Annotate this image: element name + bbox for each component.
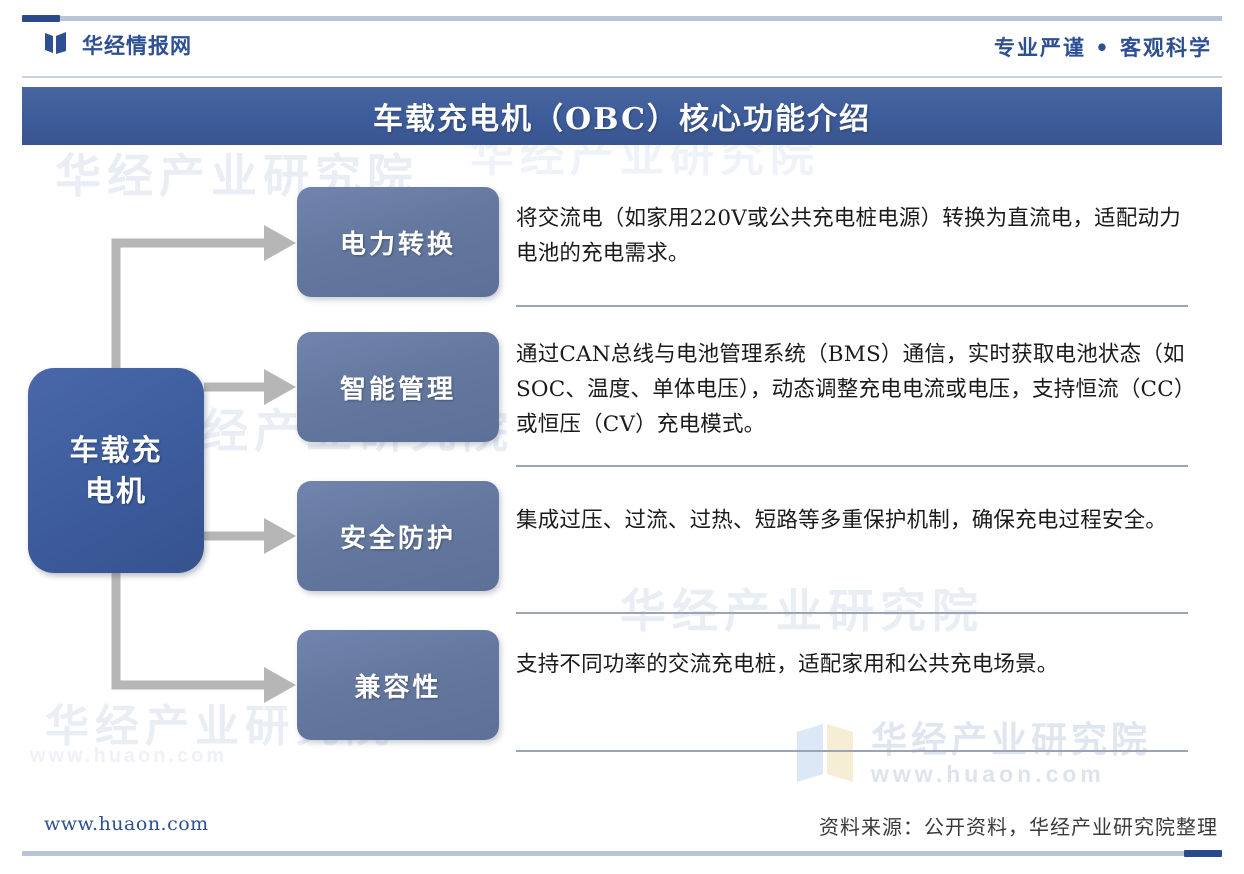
branch-description: 支持不同功率的交流充电桩，适配家用和公共充电场景。 <box>516 652 1059 677</box>
page-footer: www.huaon.com 资料来源：公开资料，华经产业研究院整理 <box>22 805 1222 849</box>
page-title: 车载充电机（OBC）核心功能介绍 <box>373 102 871 137</box>
description-separator <box>516 612 1188 614</box>
root-node-label-line1: 车载充 <box>69 433 163 468</box>
bottom-divider-cap <box>1184 850 1222 857</box>
branch-description: 将交流电（如家用220V或公共充电桩电源）转换为直流电，适配动力电池的充电需求。 <box>516 206 1181 266</box>
branch-node-power-conversion[interactable]: 电力转换 <box>297 187 499 297</box>
root-node[interactable]: 车载充 电机 <box>28 368 204 573</box>
title-banner: 车载充电机（OBC）核心功能介绍 <box>22 87 1222 145</box>
huaon-logo-icon <box>795 722 857 789</box>
top-divider <box>22 15 1222 22</box>
corner-watermark-institute: 华经产业研究院 <box>871 719 1152 761</box>
branch-node-safety-protection[interactable]: 安全防护 <box>297 481 499 591</box>
description-separator <box>516 750 1188 752</box>
root-node-label-line2: 电机 <box>84 473 147 508</box>
book-open-icon <box>44 31 70 60</box>
corner-watermark-url: www.huaon.com <box>871 760 1105 787</box>
branch-node-label: 兼容性 <box>354 672 442 703</box>
arrow-head <box>264 518 296 554</box>
arrow-head <box>264 667 296 703</box>
description-separator <box>516 305 1188 307</box>
bottom-divider <box>22 850 1222 857</box>
brand: 华经情报网 <box>44 30 192 60</box>
background-watermark: 华经产业研究院 <box>620 584 984 638</box>
corner-watermark-text: 华经产业研究院 www.huaon.com <box>871 719 1152 790</box>
footer-source: 资料来源：公开资料，华经产业研究院整理 <box>819 815 1218 839</box>
footer-website[interactable]: www.huaon.com <box>44 813 209 835</box>
branch-node-smart-management[interactable]: 智能管理 <box>297 332 499 442</box>
page-header: 华经情报网 专业严谨 • 客观科学 <box>22 26 1222 72</box>
top-divider-cap <box>22 15 60 22</box>
branch-node-compatibility[interactable]: 兼容性 <box>297 630 499 740</box>
arrow-head <box>264 225 296 261</box>
header-underline <box>22 76 1222 78</box>
description-separator <box>516 465 1188 467</box>
arrow-head <box>264 369 296 405</box>
branch-description: 通过CAN总线与电池管理系统（BMS）通信，实时获取电池状态（如SOC、温度、单… <box>516 342 1185 437</box>
branch-node-label: 安全防护 <box>339 523 456 554</box>
background-watermark-url: www.huaon.com <box>30 745 228 767</box>
header-tagline: 专业严谨 • 客观科学 <box>993 35 1212 60</box>
corner-watermark-logo: 华经产业研究院 www.huaon.com <box>795 719 1152 790</box>
branch-description: 集成过压、过流、过热、短路等多重保护机制，确保充电过程安全。 <box>516 508 1168 533</box>
branch-node-label: 智能管理 <box>339 374 456 405</box>
branch-node-label: 电力转换 <box>339 229 456 260</box>
brand-name: 华经情报网 <box>82 33 192 58</box>
